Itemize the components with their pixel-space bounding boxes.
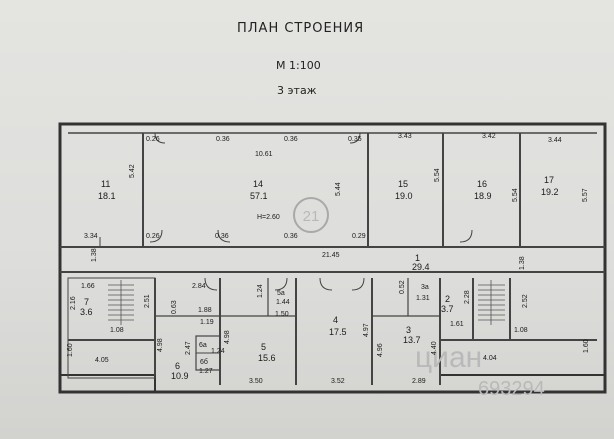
room-area: 13.7 (403, 335, 421, 345)
dim-label: 21.45 (322, 252, 340, 259)
room-number: 6б (200, 358, 208, 366)
dim-label: 3.50 (249, 378, 263, 385)
dim-label: 1.88 (198, 307, 212, 314)
dim-label: 1.24 (257, 284, 264, 298)
dim-label: 1.60 (67, 343, 74, 357)
dim-label: 5.54 (512, 188, 519, 202)
room-number: 2 (445, 294, 450, 304)
dim-label: 3.43 (398, 133, 412, 140)
dim-label: 4.97 (363, 323, 370, 337)
dim-label: 0.36 (215, 233, 229, 240)
dim-label: 1.66 (81, 283, 95, 290)
room-area: 1.44 (276, 299, 290, 306)
dim-label: 4.96 (377, 343, 384, 357)
dim-label: 2.51 (144, 294, 151, 308)
room-area: 10.9 (171, 371, 189, 381)
dim-label: 3.52 (331, 378, 345, 385)
dim-label: 10.61 (255, 151, 273, 158)
dim-label: 1.38 (519, 256, 526, 270)
outer-walls (58, 122, 607, 394)
room-number: 15 (398, 179, 408, 189)
dim-label: 5.42 (129, 164, 136, 178)
dim-label: 1.61 (450, 321, 464, 328)
dim-label: 4.05 (95, 357, 109, 364)
dim-label: 4.98 (224, 330, 231, 344)
room-number: 6а (199, 342, 207, 349)
dim-label: 3.34 (84, 233, 98, 240)
room-number: 6 (175, 361, 180, 371)
dim-label: 0.36 (216, 136, 230, 143)
room-number: 1 (415, 253, 420, 263)
room-labels: 11 18.1 14 57.1 15 19.0 16 18.9 17 19.2 … (80, 175, 559, 381)
room-area: 29.4 (412, 262, 430, 272)
dim-label: 5.57 (582, 188, 589, 202)
dim-label: 1.27 (199, 368, 213, 375)
dimension-labels: 10.61 3.43 3.42 3.44 5.42 5.44 5.54 5.54… (67, 133, 590, 385)
room-area: 18.9 (474, 191, 492, 201)
room-number: 5 (261, 342, 266, 352)
dim-label: 4.04 (483, 355, 497, 362)
watermark-logo: 21 (293, 197, 329, 233)
room-area: 19.0 (395, 191, 413, 201)
dim-label: 0.29 (352, 233, 366, 240)
room-area: 18.1 (98, 191, 116, 201)
dim-label: 5.54 (434, 168, 441, 182)
door-swings (99, 132, 473, 291)
dim-label: 2.89 (412, 378, 426, 385)
staircase-left (108, 280, 134, 325)
plan-title: ПЛАН СТРОЕНИЯ (237, 21, 365, 36)
room-number: 4 (333, 315, 338, 325)
watermark-brand: циан (415, 341, 482, 374)
room-number: 3 (406, 325, 411, 335)
dim-label: 1.08 (514, 327, 528, 334)
dim-label: 2.52 (522, 294, 529, 308)
room-number: 3а (421, 284, 429, 291)
dim-label: 0.26 (146, 233, 160, 240)
dim-label: 5.44 (335, 182, 342, 196)
plan-scale: М 1:100 (276, 59, 321, 72)
dim-label: 3.42 (482, 133, 496, 140)
watermark-id: 693294 (478, 378, 545, 400)
dim-label: 2.47 (185, 341, 192, 355)
room-number: 16 (477, 179, 487, 189)
dim-label: 4.40 (431, 341, 438, 355)
room-area: 17.5 (329, 327, 347, 337)
dim-label: 3.44 (548, 137, 562, 144)
room-area: 19.2 (541, 187, 559, 197)
dim-label: 0.26 (146, 136, 160, 143)
dim-label: 2.28 (464, 290, 471, 304)
dim-label: 1.19 (200, 319, 214, 326)
room-area: 57.1 (250, 191, 268, 201)
room-walls (60, 132, 605, 385)
dim-label: 2.16 (70, 296, 77, 310)
dim-label: 0.36 (284, 136, 298, 143)
dim-label: 0.52 (399, 280, 406, 294)
dim-label: 0.35 (348, 136, 362, 143)
ceiling-height: Н=2.60 (257, 214, 280, 221)
staircase-right (478, 280, 505, 325)
dim-label: 4.98 (157, 338, 164, 352)
watermark-logo-text: 21 (303, 208, 320, 225)
dim-label: 1.38 (91, 248, 98, 262)
dim-label: 0.36 (284, 233, 298, 240)
floor-label: 3 этаж (277, 84, 317, 97)
room-area: 3.7 (441, 304, 454, 314)
dim-label: 1.24 (211, 348, 225, 355)
dim-label: 0.63 (171, 300, 178, 314)
room-number: 14 (253, 179, 263, 189)
room-area: 15.6 (258, 353, 276, 363)
dim-label: 2.84 (192, 283, 206, 290)
room-area: 3.6 (80, 307, 93, 317)
room-number: 11 (101, 179, 110, 189)
room-number: 7 (84, 297, 89, 307)
dim-label: 1.60 (583, 339, 590, 353)
room-number: 17 (544, 175, 554, 185)
room-number: 5а (277, 290, 285, 297)
room-area: 1.31 (416, 295, 430, 302)
dim-label: 1.50 (275, 311, 289, 318)
dim-label: 1.08 (110, 327, 124, 334)
